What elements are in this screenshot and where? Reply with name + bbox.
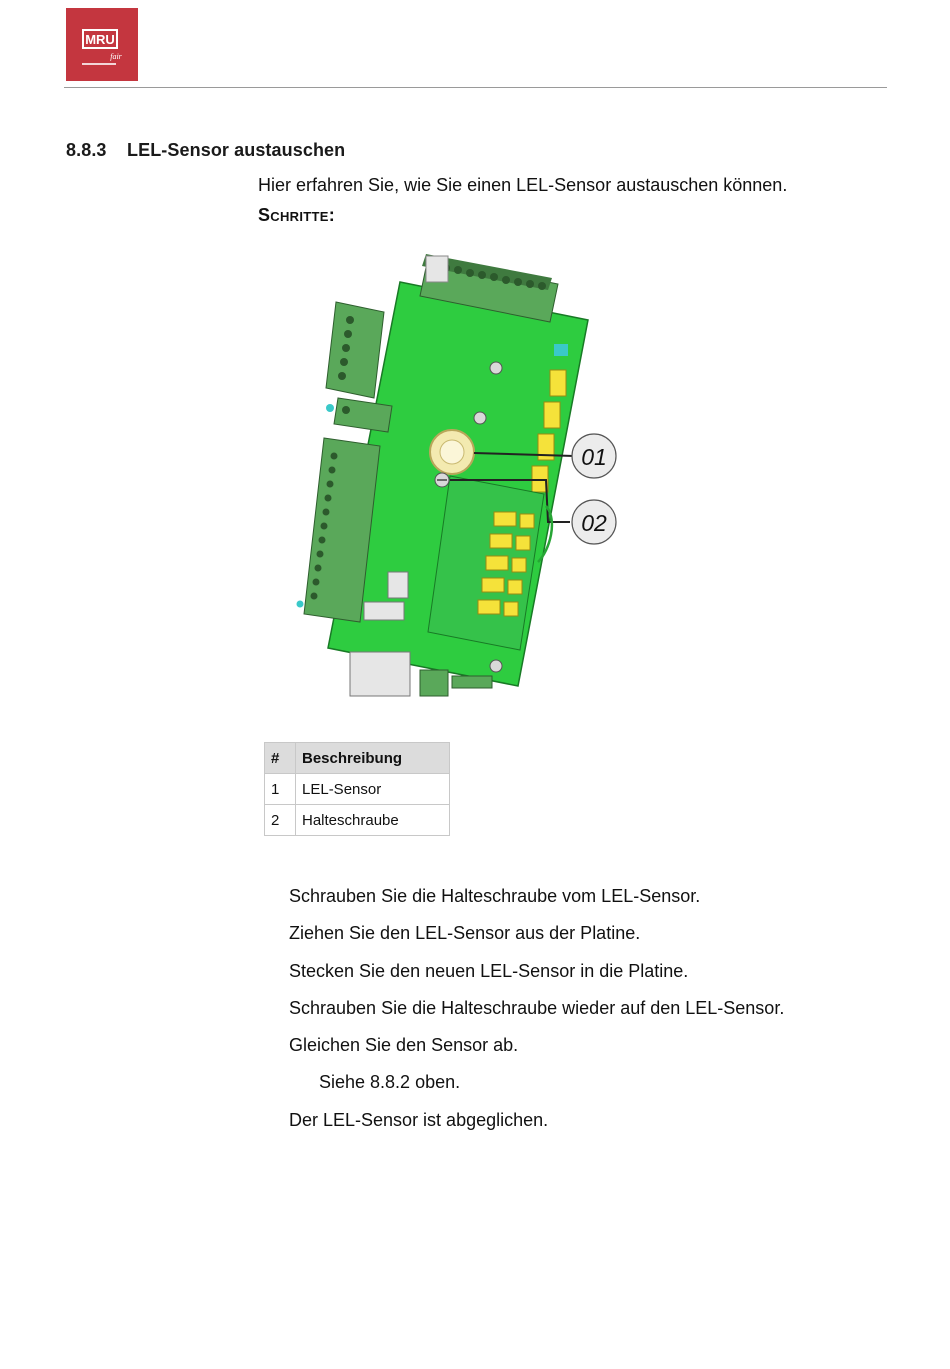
- section-title: LEL-Sensor austauschen: [127, 140, 346, 160]
- parts-table: # Beschreibung 1 LEL-Sensor 2 Halteschra…: [264, 742, 450, 836]
- callout-leaders: [450, 452, 575, 523]
- step-item: Gleichen Sie den Sensor ab.: [289, 1035, 519, 1056]
- callout-02-label: 02: [581, 510, 607, 536]
- company-logo: MRU fair: [66, 8, 138, 81]
- board-screw: [489, 361, 503, 375]
- table-row: 1 LEL-Sensor: [264, 773, 450, 805]
- cable: [537, 505, 554, 563]
- left-terminal-block-lower: [296, 437, 381, 623]
- bottom-connectors: [349, 571, 493, 697]
- retaining-screw: [434, 472, 450, 488]
- step-reference: Siehe 8.8.2 oben.: [319, 1072, 461, 1093]
- row-number: 2: [264, 804, 296, 836]
- relay-column: [531, 369, 567, 493]
- section-number: 8.8.3: [66, 140, 107, 160]
- column-header-description: Beschreibung: [295, 742, 450, 774]
- logo-frame: [82, 29, 118, 49]
- top-terminal-block: [419, 254, 559, 323]
- callout-01: 01: [571, 433, 617, 479]
- header-divider: [64, 87, 887, 88]
- step-item: Stecken Sie den neuen LEL-Sensor in die …: [289, 960, 689, 981]
- table-row: 2 Halteschraube: [264, 804, 450, 836]
- step-result: Der LEL-Sensor ist abgeglichen.: [289, 1109, 549, 1130]
- row-description: Halteschraube: [295, 804, 450, 836]
- steps-label: Schritte:: [258, 205, 336, 225]
- row-description: LEL-Sensor: [295, 773, 450, 805]
- intro-text: Hier erfahren Sie, wie Sie einen LEL-Sen…: [258, 175, 788, 195]
- callout-02: 02: [571, 499, 617, 545]
- board-screw: [473, 411, 487, 425]
- left-terminal-block-small: [326, 397, 393, 433]
- logo-subtext: fair: [110, 52, 122, 61]
- step-list: Schrauben Sie die Halteschraube vom LEL-…: [289, 883, 784, 1144]
- step-item: Schrauben Sie die Halteschraube vom LEL-…: [289, 886, 701, 906]
- lel-sensor: [429, 429, 475, 475]
- logo-text: MRU: [85, 32, 115, 47]
- table-header-row: # Beschreibung: [264, 742, 450, 774]
- section-heading: 8.8.3 LEL-Sensor austauschen: [66, 140, 345, 161]
- step-item: Schrauben Sie die Halteschraube wieder a…: [289, 997, 785, 1018]
- logo-underline: [82, 63, 116, 65]
- left-terminal-block-upper: [325, 301, 385, 399]
- board-screw: [489, 659, 503, 673]
- column-header-number: #: [264, 742, 296, 774]
- circuit-board-figure: 01 02: [280, 250, 640, 710]
- row-number: 1: [264, 773, 296, 805]
- sub-board-relays: [477, 511, 535, 617]
- cyan-connector: [554, 344, 568, 356]
- step-item: Ziehen Sie den LEL-Sensor aus der Platin…: [289, 923, 641, 944]
- callout-01-label: 01: [581, 444, 607, 470]
